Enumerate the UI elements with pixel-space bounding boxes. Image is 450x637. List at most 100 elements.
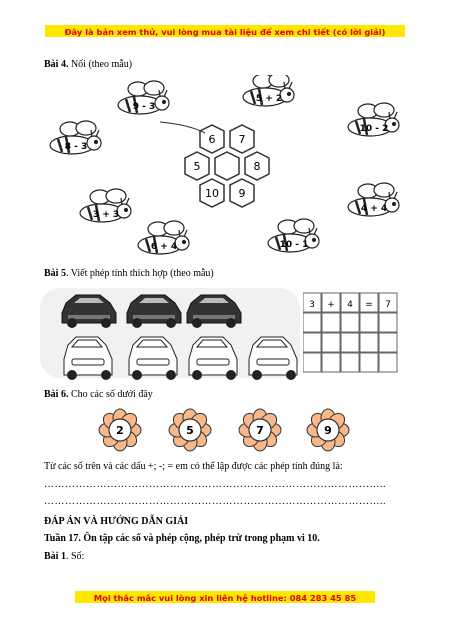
answer-section-title: ĐÁP ÁN VÀ HƯỚNG DẪN GIẢI bbox=[44, 516, 189, 527]
grid-cell[interactable] bbox=[340, 292, 360, 313]
flower: 5 bbox=[168, 408, 212, 452]
car-wheel bbox=[192, 370, 202, 380]
hexagon-cell bbox=[229, 178, 255, 208]
flower-center bbox=[178, 418, 202, 442]
hexagon-cell bbox=[229, 124, 255, 154]
car-wheel bbox=[101, 318, 111, 328]
bee-head bbox=[384, 197, 400, 213]
exercise-4-instruction: Nối (theo mẫu) bbox=[70, 59, 133, 70]
exercise-1-label: Bài 1 bbox=[44, 551, 66, 562]
bee: 8 - 3 bbox=[49, 120, 102, 155]
grid-cell[interactable] bbox=[378, 312, 398, 333]
exercise-6-label: Bài 6. bbox=[44, 389, 69, 400]
light-car bbox=[188, 336, 238, 380]
bee-head bbox=[304, 233, 320, 249]
hexagon-honeycomb bbox=[184, 124, 270, 208]
car-wheel bbox=[252, 370, 262, 380]
grid-cell[interactable] bbox=[303, 292, 322, 313]
exercise-6-instruction: Cho các số dưới đây bbox=[70, 389, 153, 400]
bee-head bbox=[279, 87, 295, 103]
bee-expression: 5 + 2 bbox=[256, 94, 282, 104]
car-wheel bbox=[286, 370, 296, 380]
grid-cell[interactable] bbox=[340, 352, 360, 373]
bee-expression: 8 - 3 bbox=[65, 142, 88, 152]
bee-expression: 3 + 3 bbox=[93, 210, 119, 220]
exercise-5-heading: Bài 5. Viết phép tính thích hợp (theo mẫ… bbox=[44, 268, 214, 279]
hexagon-cell bbox=[214, 151, 240, 181]
bee-head bbox=[154, 95, 170, 111]
bee: 9 - 3 bbox=[117, 80, 170, 115]
bee-expression: 4 + 4 bbox=[361, 204, 387, 214]
grid-cell[interactable] bbox=[321, 292, 341, 313]
grid-cell[interactable] bbox=[321, 312, 341, 333]
dark-car bbox=[186, 294, 242, 328]
bee-head bbox=[384, 117, 400, 133]
bee: 3 + 3 bbox=[79, 188, 132, 223]
grid-cell[interactable] bbox=[359, 332, 379, 353]
sample-connection-line bbox=[159, 121, 206, 134]
grid-cell[interactable] bbox=[359, 352, 379, 373]
grid-cell[interactable] bbox=[359, 312, 379, 333]
bee-expression: 9 - 3 bbox=[133, 102, 156, 112]
bee-wing bbox=[293, 218, 315, 234]
flower: 7 bbox=[238, 408, 282, 452]
car-wheel bbox=[226, 318, 236, 328]
hexagon-number: 9 bbox=[239, 187, 246, 200]
car-wheel bbox=[166, 370, 176, 380]
bee: 10 - 2 bbox=[347, 102, 400, 137]
dark-car bbox=[126, 294, 182, 328]
exercise-6-heading: Bài 6. Cho các số dưới đây bbox=[44, 389, 153, 400]
car-wheel bbox=[67, 318, 77, 328]
hexagon-cell bbox=[244, 151, 270, 181]
bee-wing bbox=[373, 182, 395, 198]
bee-wing bbox=[373, 102, 395, 118]
light-car bbox=[128, 336, 178, 380]
grid-cell[interactable] bbox=[359, 292, 379, 313]
grid-cell[interactable] bbox=[340, 312, 360, 333]
flower-number: 2 bbox=[116, 424, 124, 437]
exercise-4-label: Bài 4. bbox=[44, 59, 69, 70]
grid-cell[interactable] bbox=[340, 332, 360, 353]
equation-answer-grid: 3 + 4 = 7 bbox=[303, 292, 398, 373]
number-flowers: 2 5 7 9 bbox=[98, 408, 350, 452]
bee-matching-illustration: 6 7 5 8 10 9 9 - 35 + 28 - 310 - 23 + 34… bbox=[49, 75, 400, 255]
grid-example-cell: 4 bbox=[347, 300, 353, 310]
flower-center bbox=[248, 418, 272, 442]
hexagon-number: 8 bbox=[254, 160, 261, 173]
hexagon-cell bbox=[199, 178, 225, 208]
car-wheel bbox=[132, 370, 142, 380]
banner-highlight bbox=[75, 591, 375, 603]
answer-line-1: …………………………………………………………………………………….. bbox=[44, 479, 386, 490]
hexagon-number: 6 bbox=[209, 133, 216, 146]
car-wheel bbox=[101, 370, 111, 380]
flower-number: 7 bbox=[256, 424, 264, 437]
grid-cell[interactable] bbox=[378, 332, 398, 353]
grid-cell[interactable] bbox=[303, 352, 322, 373]
grid-cell[interactable] bbox=[321, 352, 341, 373]
hexagon-cell bbox=[184, 151, 210, 181]
grid-cell[interactable] bbox=[303, 312, 322, 333]
flower-center bbox=[108, 418, 132, 442]
flower-number: 5 bbox=[186, 424, 194, 437]
bee-wing bbox=[163, 220, 185, 236]
preview-banner: Đây là bản xem thử, vui lòng mua tài liệ… bbox=[64, 27, 386, 37]
grid-example-cell: = bbox=[365, 300, 373, 310]
grid-cell[interactable] bbox=[378, 352, 398, 373]
cars-illustration bbox=[40, 288, 300, 380]
bee: 10 - 1 bbox=[267, 218, 320, 253]
car-wheel bbox=[192, 318, 202, 328]
dark-car bbox=[61, 294, 117, 328]
grid-cell[interactable] bbox=[303, 332, 322, 353]
exercise-1-instruction: . Số: bbox=[65, 551, 85, 562]
bee-head bbox=[116, 203, 132, 219]
bee-expression: 6 + 4 bbox=[151, 242, 177, 252]
flower-number: 9 bbox=[324, 424, 332, 437]
bee-wing bbox=[75, 120, 97, 136]
flower: 9 bbox=[306, 408, 350, 452]
grid-cell[interactable] bbox=[321, 332, 341, 353]
grid-example-cell: 3 bbox=[309, 300, 315, 310]
exercise-4-heading: Bài 4. Nối (theo mẫu) bbox=[44, 59, 132, 70]
bee-wing bbox=[105, 188, 127, 204]
grid-cell[interactable] bbox=[378, 292, 398, 313]
answer-line-2: …………………………………………………………………………………….. bbox=[44, 496, 386, 507]
